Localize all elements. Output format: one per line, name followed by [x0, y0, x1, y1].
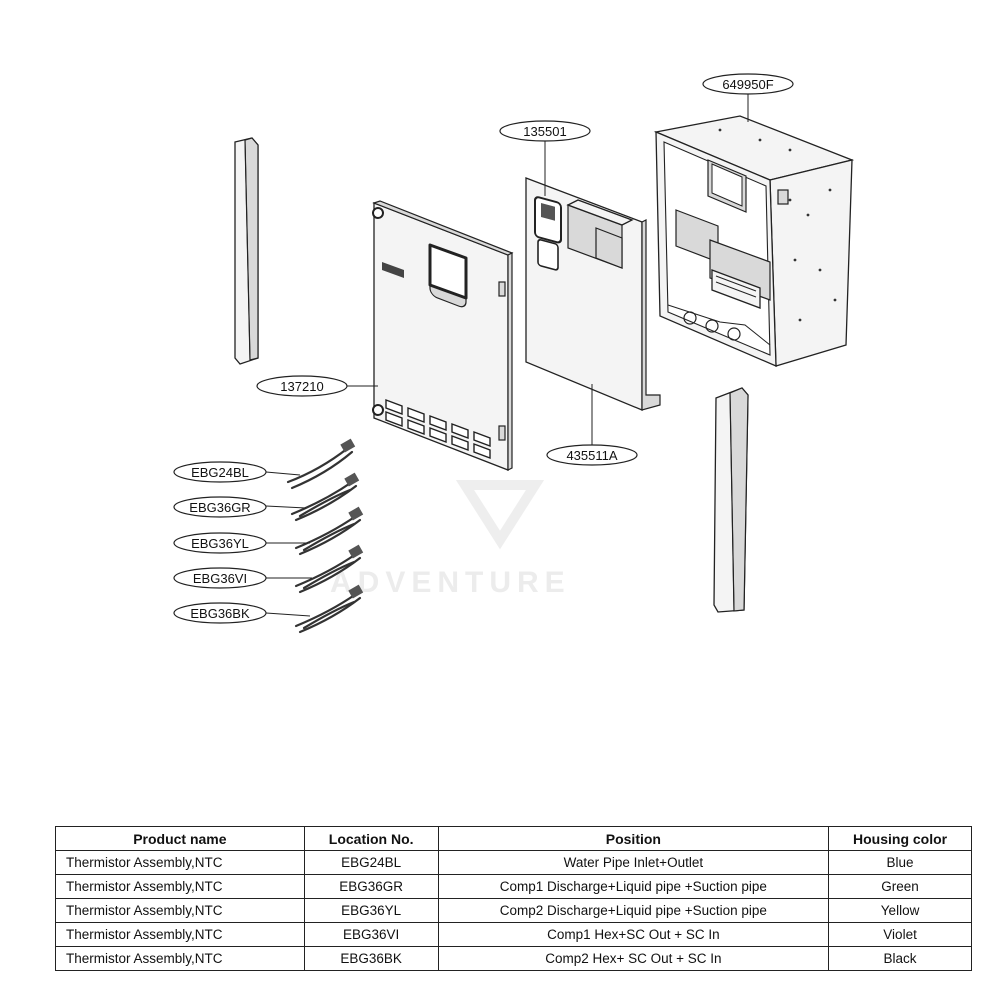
callout-135501: 135501: [499, 120, 591, 142]
table-row: Thermistor Assembly,NTC EBG36YL Comp2 Di…: [55, 898, 972, 923]
header-location-no: Location No.: [303, 826, 439, 851]
left-side-bracket: [234, 137, 259, 365]
cell-position: Comp1 Discharge+Liquid pipe +Suction pip…: [437, 874, 830, 899]
callout-EBG36GR: EBG36GR: [173, 496, 267, 518]
cell-position: Water Pipe Inlet+Outlet: [437, 850, 830, 875]
callout-text: 137210: [280, 379, 323, 394]
cell-product-name: Thermistor Assembly,NTC: [55, 874, 305, 899]
table-header-row: Product name Location No. Position Housi…: [55, 826, 972, 851]
cell-product-name: Thermistor Assembly,NTC: [55, 898, 305, 923]
callout-EBG36BK: EBG36BK: [173, 602, 267, 624]
cell-location-no: EBG24BL: [303, 850, 439, 875]
table-row: Thermistor Assembly,NTC EBG24BL Water Pi…: [55, 850, 972, 875]
callout-text: EBG36BK: [190, 606, 250, 621]
callout-435511A: 435511A: [546, 444, 638, 466]
callout-EBG36VI: EBG36VI: [173, 567, 267, 589]
front-cover-panel: [372, 200, 514, 471]
thermistor-assembly-1: [286, 438, 356, 490]
header-product-name: Product name: [55, 826, 305, 851]
cell-position: Comp2 Hex+ SC Out + SC In: [437, 946, 830, 971]
thermistor-assembly-3: [294, 506, 364, 556]
callout-text: 435511A: [566, 448, 617, 463]
cell-housing-color: Green: [828, 874, 972, 899]
callout-text: EBG36GR: [189, 500, 250, 515]
watermark: ADVENTURE: [330, 480, 571, 599]
cell-position: Comp2 Discharge+Liquid pipe +Suction pip…: [437, 898, 830, 923]
cell-location-no: EBG36VI: [303, 922, 439, 947]
cell-location-no: EBG36YL: [303, 898, 439, 923]
thermistor-assembly-4: [294, 544, 364, 594]
callout-text: EBG24BL: [191, 465, 249, 480]
table-row: Thermistor Assembly,NTC EBG36GR Comp1 Di…: [55, 874, 972, 899]
header-housing-color: Housing color: [828, 826, 972, 851]
cell-housing-color: Blue: [828, 850, 972, 875]
svg-text:ADVENTURE: ADVENTURE: [330, 566, 571, 599]
cell-housing-color: Violet: [828, 922, 972, 947]
cell-housing-color: Black: [828, 946, 972, 971]
table-row: Thermistor Assembly,NTC EBG36BK Comp2 He…: [55, 946, 972, 971]
cell-position: Comp1 Hex+SC Out + SC In: [437, 922, 830, 947]
exploded-parts-diagram: ADVENTURE: [173, 73, 855, 634]
leader-lines: [265, 93, 749, 617]
callout-649950F: 649950F: [702, 73, 794, 95]
cell-location-no: EBG36BK: [303, 946, 439, 971]
callout-text: EBG36YL: [191, 536, 249, 551]
header-position: Position: [437, 826, 830, 851]
cell-product-name: Thermistor Assembly,NTC: [55, 922, 305, 947]
main-cabinet-box: [653, 115, 855, 368]
cell-product-name: Thermistor Assembly,NTC: [55, 946, 305, 971]
thermistor-assembly-5: [294, 584, 364, 634]
cell-location-no: EBG36GR: [303, 874, 439, 899]
callout-text: 649950F: [722, 77, 773, 92]
callout-EBG24BL: EBG24BL: [173, 461, 267, 483]
callout-EBG36YL: EBG36YL: [173, 532, 267, 554]
right-side-bracket: [713, 387, 749, 613]
table-row: Thermistor Assembly,NTC EBG36VI Comp1 He…: [55, 922, 972, 947]
callout-text: EBG36VI: [193, 571, 247, 586]
callout-text: 135501: [523, 124, 566, 139]
cell-housing-color: Yellow: [828, 898, 972, 923]
parts-table: Product name Location No. Position Housi…: [55, 826, 972, 971]
inner-control-panel: [525, 177, 661, 411]
callout-137210: 137210: [256, 375, 348, 397]
cell-product-name: Thermistor Assembly,NTC: [55, 850, 305, 875]
thermistor-assembly-2: [290, 472, 360, 522]
